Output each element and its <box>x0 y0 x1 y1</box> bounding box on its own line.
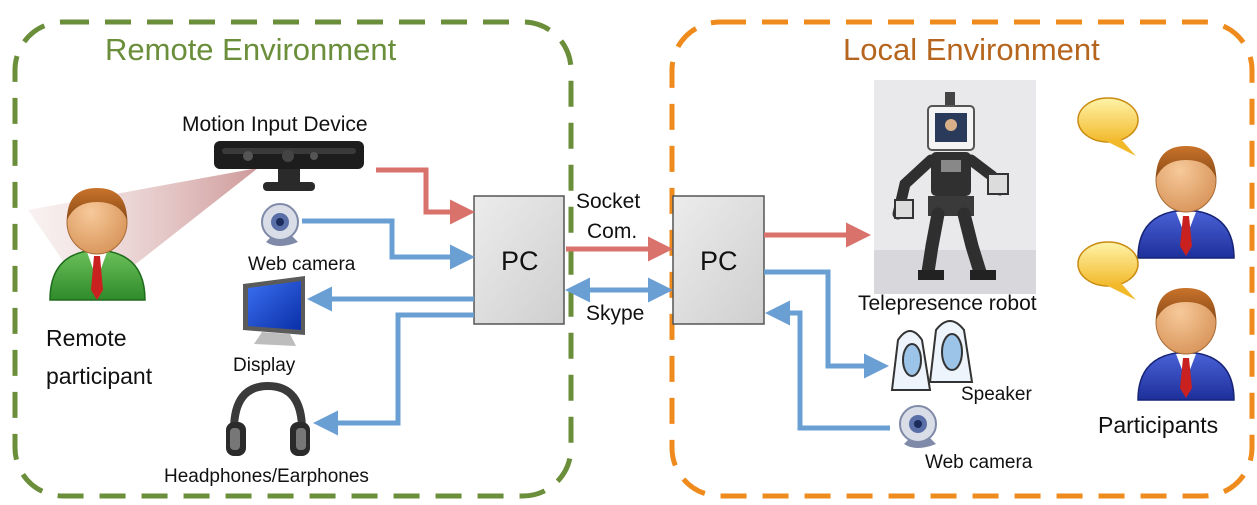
remote-pc-box <box>473 195 565 325</box>
speaker-label: Speaker <box>961 384 1032 405</box>
remote-environment-border <box>12 19 574 499</box>
arrow-pc-to-speaker <box>764 269 889 379</box>
local-pc-label: PC <box>700 246 738 276</box>
person-icon <box>1137 146 1235 259</box>
arrow-webcam-to-pc <box>765 300 890 431</box>
socket-label-line2: Com. <box>587 220 637 243</box>
motion-device-label: Motion Input Device <box>182 113 368 136</box>
headphones-icon <box>226 381 310 456</box>
display-label: Display <box>233 355 296 376</box>
speaker-icon <box>890 320 974 391</box>
arrow-motion-to-pc <box>376 167 475 225</box>
local-environment-title: Local Environment <box>843 32 1100 67</box>
arrow-webcam-to-pc <box>302 218 475 270</box>
participants-label: Participants <box>1098 412 1218 438</box>
robot-label: Telepresence robot <box>858 292 1037 315</box>
remote-participant-label-line1: Remote <box>46 325 127 351</box>
remote-webcam-label: Web camera <box>248 254 356 275</box>
monitor-icon <box>243 276 305 346</box>
webcam-icon <box>899 405 937 448</box>
remote-environment-title: Remote Environment <box>105 32 397 67</box>
motion-sensor-icon <box>214 141 364 191</box>
socket-label-line1: Socket <box>576 190 640 213</box>
local-webcam-label: Web camera <box>925 452 1033 473</box>
webcam-icon <box>261 203 299 246</box>
speech-bubble-icon <box>1077 241 1139 300</box>
person-icon <box>49 188 146 301</box>
local-pc-box <box>672 195 765 325</box>
headphones-label: Headphones/Earphones <box>164 466 369 487</box>
arrow-pc-to-headphones <box>313 312 474 436</box>
skype-label: Skype <box>586 302 644 325</box>
person-icon <box>1137 288 1235 401</box>
speech-bubble-icon <box>1077 97 1139 156</box>
remote-participant-label-line2: participant <box>46 363 153 389</box>
remote-pc-label: PC <box>501 246 539 276</box>
robot-photo <box>874 80 1036 294</box>
